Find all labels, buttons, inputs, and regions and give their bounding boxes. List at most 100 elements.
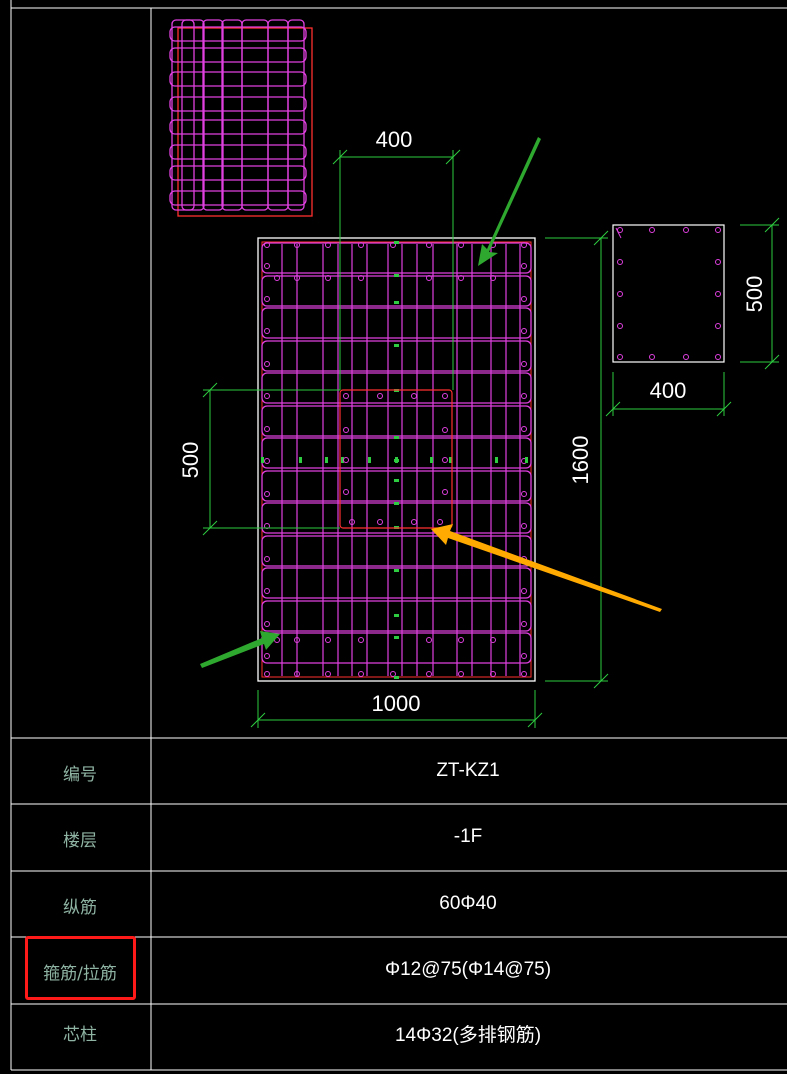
cage-stirrup [169,190,307,206]
tie-mark [495,457,498,463]
rebar [264,296,270,302]
rebar [294,275,300,281]
rebar [458,242,464,248]
rebar [264,393,270,399]
core-rebar [343,427,349,433]
tie-mark [261,457,264,463]
core-rebar [437,519,443,525]
rebar [490,275,496,281]
rebar [426,242,432,248]
rebar [490,637,496,643]
core-rebar [442,427,448,433]
cage-stirrup [169,47,307,63]
rebar [521,328,527,334]
core-rebar [377,393,383,399]
rebar [264,242,270,248]
rebar [521,426,527,432]
tie-mark [394,344,399,347]
rebar [264,653,270,659]
rebar [294,242,300,248]
table-value-core-column: 14Φ32(多排钢筋) [394,1025,542,1046]
core-rebar [442,393,448,399]
tie-mark [449,457,452,463]
rebar [521,671,527,677]
core-rebar [683,227,689,233]
rebar [264,588,270,594]
green-arrow-top [478,137,541,266]
rebar [264,263,270,269]
cage-stirrup [169,96,307,112]
core-rebar [343,457,349,463]
rebar [325,242,331,248]
rebar [521,393,527,399]
rebar [521,523,527,529]
core-rebar [715,323,721,329]
rebar [426,637,432,643]
core-rebar [349,519,355,525]
rebar [458,637,464,643]
core-rebar [411,519,417,525]
table-grid [10,0,787,1071]
tie-mark [325,457,328,463]
cage-vertical-bar [202,19,224,211]
core-rebar [715,227,721,233]
stirrup [261,470,532,502]
rebar [358,671,364,677]
table-value-id: ZT-KZ1 [436,760,500,781]
rebar [521,361,527,367]
core-rebar [649,354,655,360]
rebar [294,671,300,677]
cage-stirrup [169,119,307,135]
tie-mark [341,457,344,463]
cage-vertical-bar [287,19,305,211]
rebar [521,491,527,497]
tie-mark [394,502,399,505]
core-rebar [442,457,448,463]
cage-vertical-bar [181,19,205,211]
rebar [521,263,527,269]
dim-total-height: 1600 [568,436,593,485]
tie-mark [394,636,399,639]
rebar [358,242,364,248]
core-rebar [442,489,448,495]
stirrup [261,535,532,567]
stirrup [261,600,532,632]
core-rebar [411,393,417,399]
table-value-longitudinal-bars: 60Φ40 [439,893,497,914]
table-label-id: 编号 [63,765,97,785]
core-rebar [617,323,623,329]
rebar [264,361,270,367]
tie-mark [394,241,399,244]
rebar [264,621,270,627]
cage-stirrup [169,26,307,42]
dimension-lines [202,149,780,728]
rebar [274,275,280,281]
core-rebar [617,259,623,265]
tie-mark [394,614,399,617]
stirrup [261,340,532,372]
dim-total-width: 1000 [372,691,421,716]
core-rebar [617,354,623,360]
tie-mark [394,479,399,482]
rebar [264,491,270,497]
tie-mark [394,676,399,679]
rebar [490,671,496,677]
core-rebar [715,354,721,360]
cage-vertical-bar [171,19,195,211]
tie-mark [368,457,371,463]
tie-mark [394,436,399,439]
rebar [521,588,527,594]
stirrup [261,307,532,339]
rebar [264,328,270,334]
cage-stirrup [169,165,307,181]
stirrup [261,372,532,404]
orange-arrow [431,524,662,612]
rebar [294,637,300,643]
rebar [325,637,331,643]
core-outline [339,389,453,529]
tie-mark [395,457,398,463]
table-label-floor: 楼层 [63,831,97,851]
core-rebar [343,393,349,399]
rebar [521,621,527,627]
